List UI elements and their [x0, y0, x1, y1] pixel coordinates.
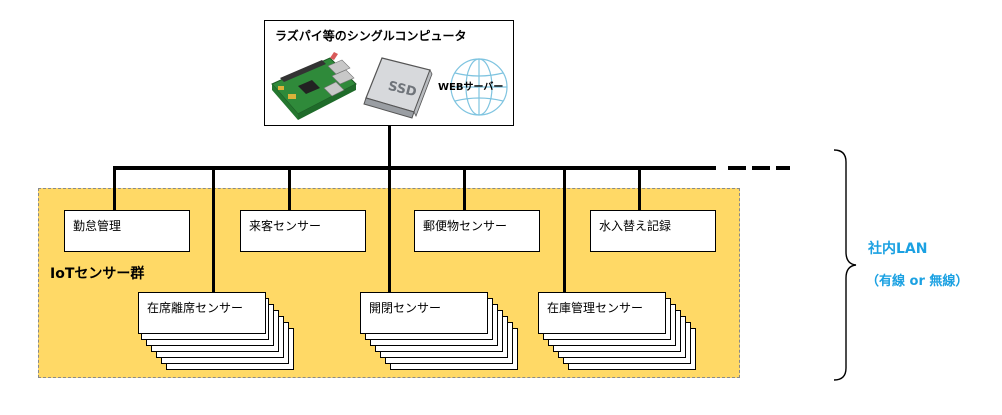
box-zaiseki-label: 在席離席センサー: [147, 301, 244, 315]
computer-title: ラズパイ等のシングルコンピュータ: [275, 29, 467, 43]
connector-kintai: [113, 166, 116, 210]
ssd-label: SSD: [386, 79, 418, 101]
lan-bus-dash-3: [776, 166, 790, 170]
connector-mizu: [638, 166, 641, 210]
connector-zaiko: [563, 166, 566, 294]
box-yubin-label: 郵便物センサー: [423, 219, 508, 233]
lan-label: 社内LAN: [868, 241, 928, 257]
box-kaihei: 開閉センサー: [360, 292, 488, 334]
connector-raikyaku: [288, 166, 291, 210]
lan-sublabel: （有線 or 無線）: [866, 274, 969, 289]
connector-kaihei: [388, 166, 391, 294]
globe-icon: [450, 58, 508, 116]
box-raikyaku-label: 来客センサー: [249, 219, 322, 233]
raspberry-pi-icon: [271, 52, 357, 120]
computer-connector: [388, 126, 391, 168]
ssd-icon: SSD: [363, 57, 433, 119]
box-kintai: 勤怠管理: [64, 210, 190, 252]
box-zaiko: 在庫管理センサー: [538, 292, 666, 334]
box-kaihei-label: 開閉センサー: [369, 301, 442, 315]
box-zaiko-label: 在庫管理センサー: [547, 301, 644, 315]
box-mizu: 水入替え記録: [590, 210, 716, 252]
box-yubin: 郵便物センサー: [414, 210, 540, 252]
iot-group-label: IoTセンサー群: [50, 266, 145, 282]
box-mizu-label: 水入替え記録: [599, 219, 672, 233]
lan-brace: [833, 149, 857, 381]
connector-zaiseki: [212, 166, 215, 294]
lan-bus-dash-1: [728, 166, 746, 170]
box-kintai-label: 勤怠管理: [73, 219, 122, 233]
box-raikyaku: 来客センサー: [240, 210, 366, 252]
connector-yubin: [463, 166, 466, 210]
box-zaiseki: 在席離席センサー: [138, 292, 266, 334]
web-server-label: WEBサーバー: [438, 82, 504, 93]
lan-bus-dash-2: [752, 166, 770, 170]
lan-bus-line: [113, 166, 716, 170]
